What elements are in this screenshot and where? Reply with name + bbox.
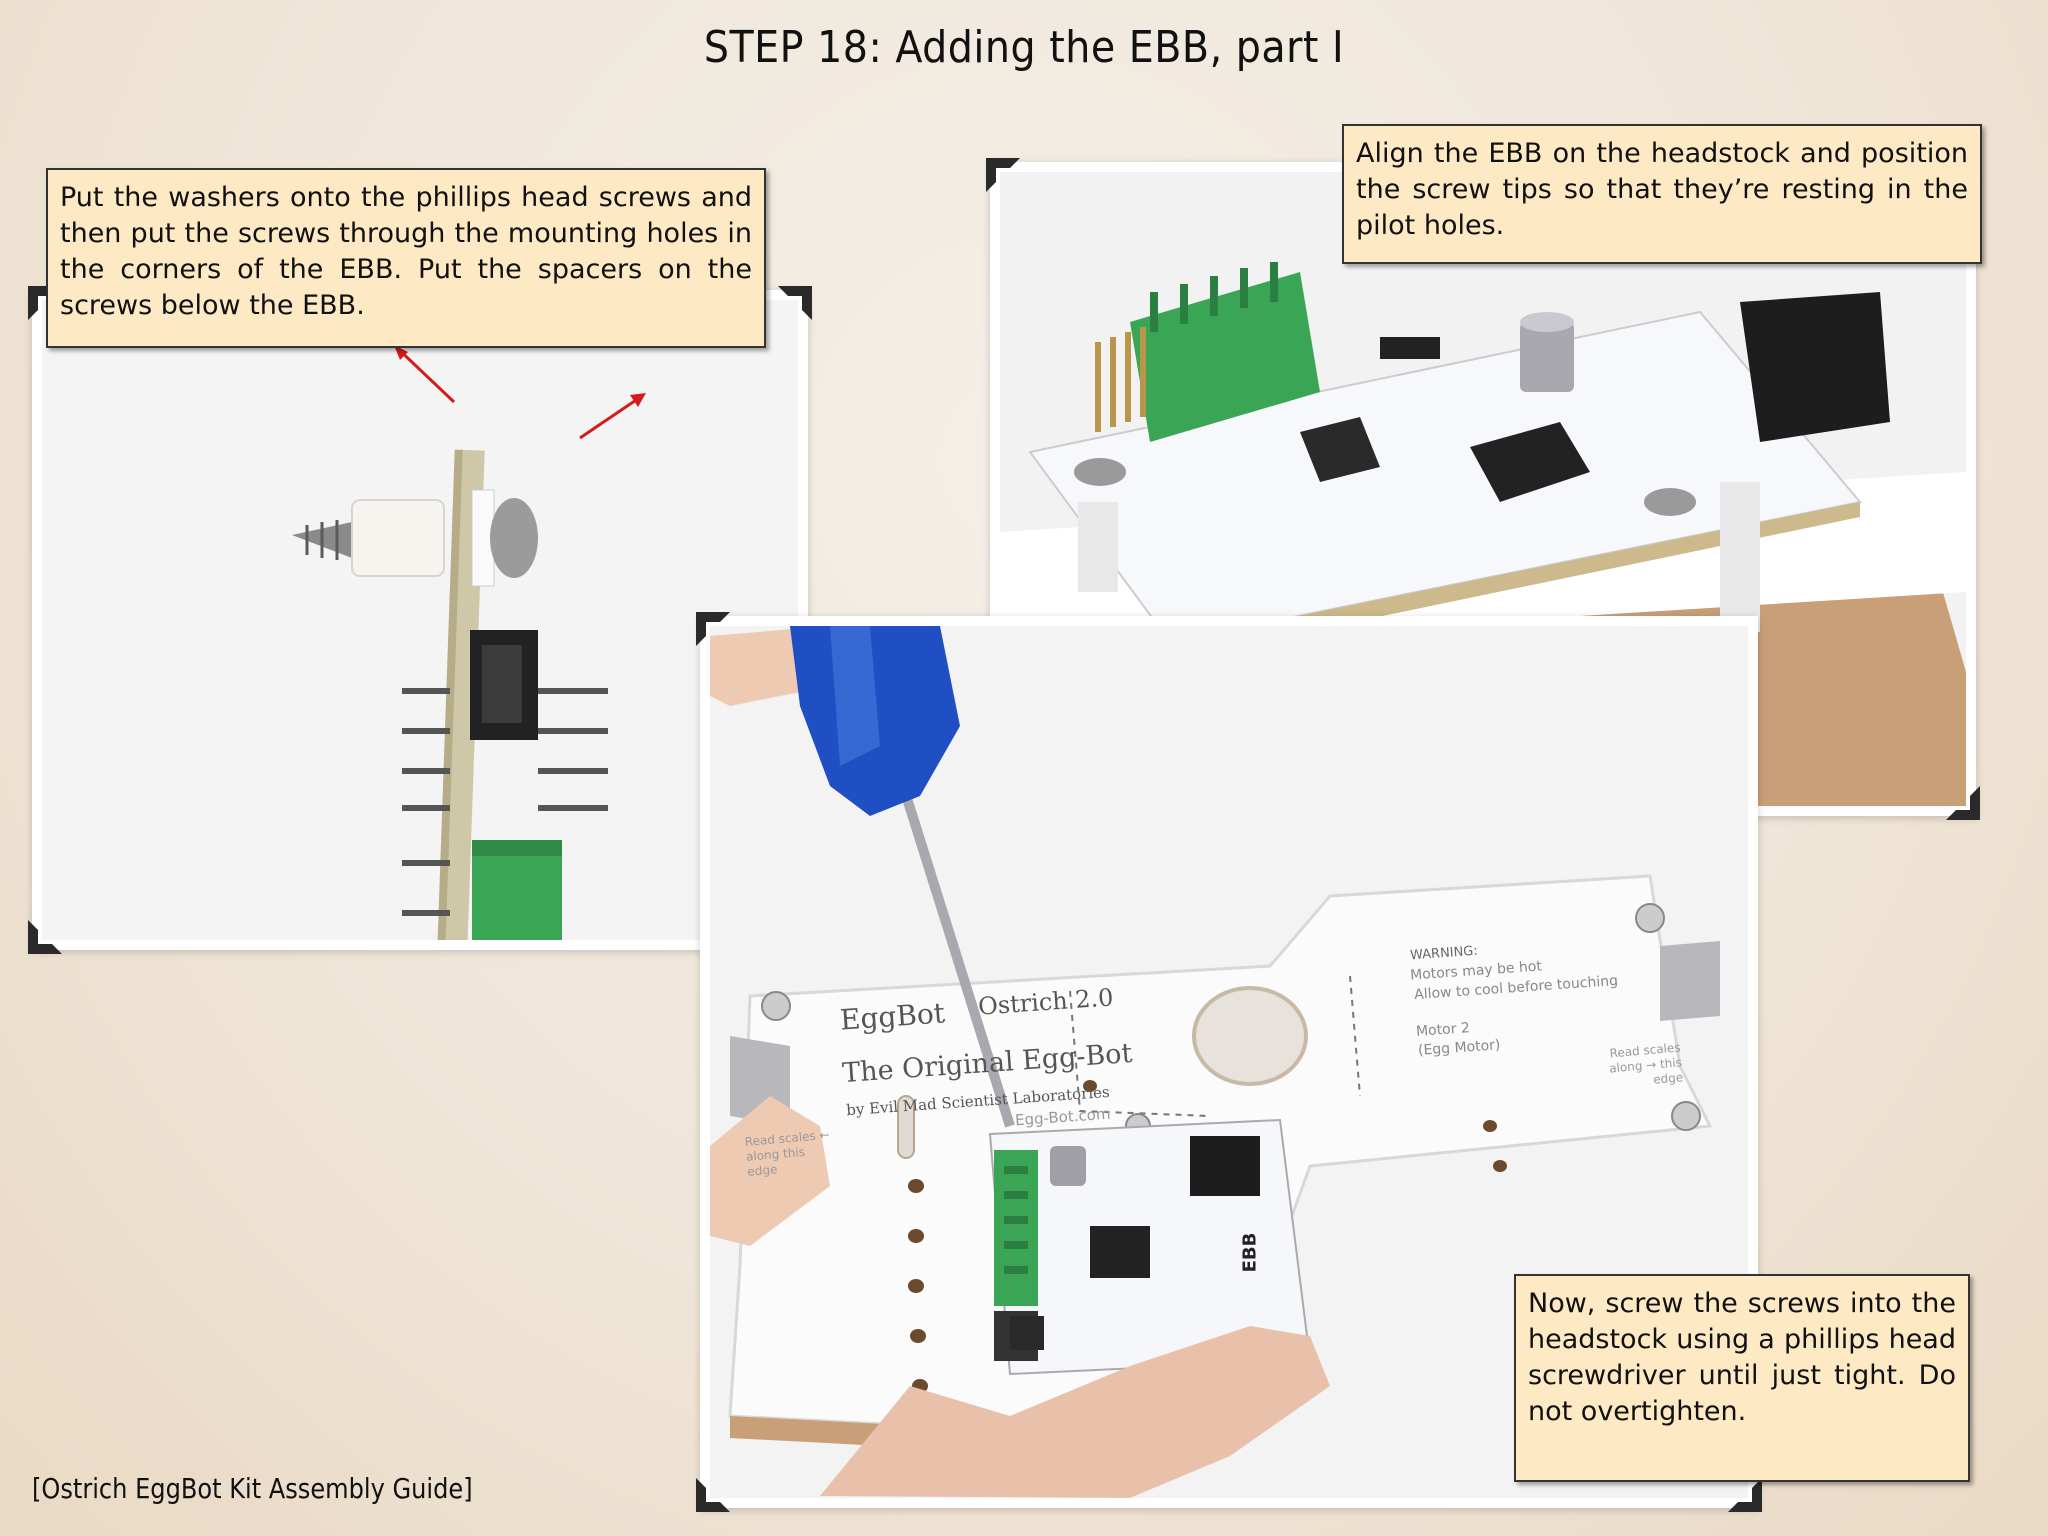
photo-corner-icon	[1728, 1478, 1762, 1512]
callout-align-ebb: Align the EBB on the headstock and posit…	[1342, 124, 1982, 264]
photo-corner-icon	[986, 158, 1020, 192]
side-view-illustration	[42, 300, 798, 940]
screwing-illustration	[710, 626, 1748, 1498]
photo-corner-icon	[28, 920, 62, 954]
ebb-chip-label: EBB	[1239, 1232, 1261, 1273]
callout-washers-spacers: Put the washers onto the phillips head s…	[46, 168, 766, 348]
photo-corner-icon	[696, 1478, 730, 1512]
photo-corner-icon	[696, 612, 730, 646]
photo-side-view	[28, 286, 812, 954]
plate-scale-left: Read scales ← along this edge	[744, 1127, 831, 1179]
page-title: STEP 18: Adding the EBB, part I	[703, 22, 1345, 73]
plate-scale-right: Read scales along → this edge	[1608, 1040, 1684, 1087]
photo-corner-icon	[1946, 786, 1980, 820]
callout-screw-in: Now, screw the screws into the headstock…	[1514, 1274, 1970, 1482]
photo-corner-icon	[778, 286, 812, 320]
guide-footer: [Ostrich EggBot Kit Assembly Guide]	[32, 1472, 473, 1505]
